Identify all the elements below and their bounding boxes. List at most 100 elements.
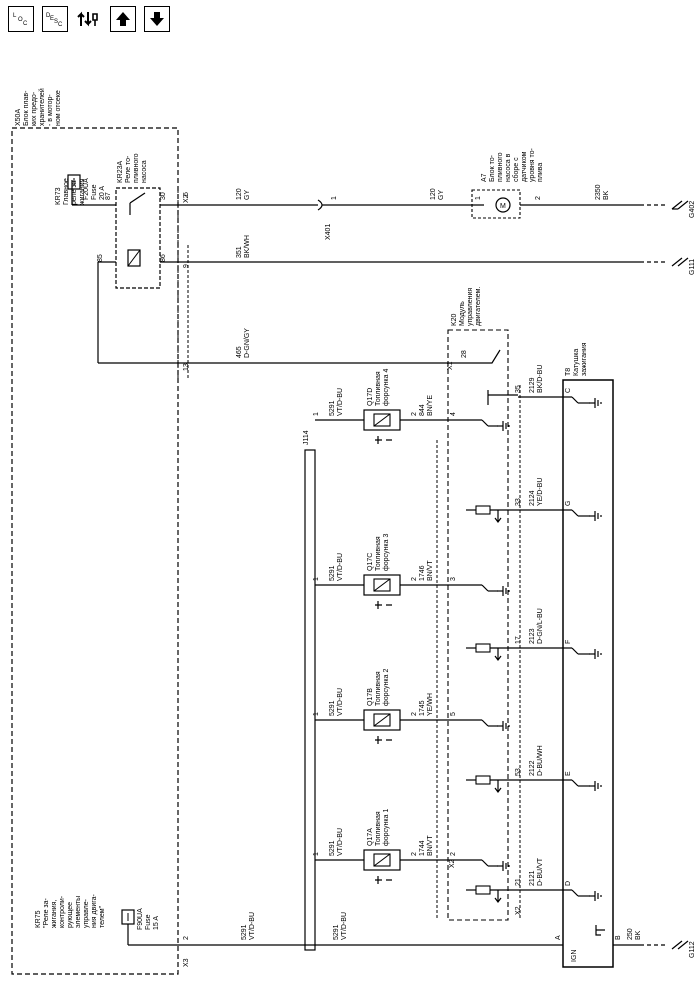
svg-text:"Реле за-жигания,контроли-рующ: "Реле за-жигания,контроли-рующееэлементы…: [43, 893, 106, 928]
injector-ecm-pin-3-0: 2: [450, 852, 457, 856]
svg-text:T8: T8: [565, 368, 572, 376]
scroll-down-button[interactable]: [144, 6, 170, 32]
ign-ecm-pin-0-0: 35: [515, 385, 522, 393]
fuse-block-name: Блок плав-ких предо-хранителей- в мотор-…: [23, 88, 62, 126]
desc-icon: D E S C: [46, 13, 63, 28]
svg-text:G402: G402: [689, 201, 696, 218]
svg-text:5291: 5291: [333, 924, 340, 940]
svg-text:X1: X1: [447, 361, 454, 370]
ign-ecm-pin-3-0: 53: [515, 768, 522, 776]
ecm-k20-outline: [447, 329, 509, 921]
ecm-k20-label: K20 Модульуправлениядвигателем.: [451, 287, 482, 326]
fuse-f90ua: F90UA Fuse 15 A: [121, 908, 160, 945]
ign-circuit-4-1: D-BU/VT: [537, 857, 544, 886]
svg-text:B: B: [615, 935, 622, 940]
injector-supply-2-0: 5291: [329, 700, 336, 716]
relay-kr23a-id: KR23A: [117, 160, 124, 183]
svg-text:GY: GY: [438, 190, 445, 200]
svg-text:BK: BK: [635, 930, 642, 940]
svg-text:A7: A7: [481, 173, 488, 182]
svg-text:9: 9: [183, 264, 190, 268]
svg-text:6: 6: [183, 192, 190, 196]
ign-circuit-0-1: BK/D-BU: [537, 365, 544, 393]
svg-text:28: 28: [461, 350, 468, 358]
connector-view-button[interactable]: [76, 6, 102, 32]
svg-text:X3: X3: [183, 958, 190, 967]
ground-icon: [589, 398, 602, 408]
fuse-block-label: X50A Блок плав-ких предо-хранителей- в м…: [15, 88, 62, 126]
coil-t8-label: T8 Катушказажигания: [565, 342, 588, 376]
ground-g111-icon: [671, 257, 689, 267]
ground-g112-icon: [671, 940, 689, 950]
ground-icon: [589, 891, 602, 901]
injector-label-3-0: Q17A: [367, 828, 374, 846]
ground-icon: [497, 721, 510, 731]
ground-icon: [589, 781, 602, 791]
svg-text:BK: BK: [603, 190, 610, 200]
injector-ctrl-1-1: 1746: [419, 565, 426, 581]
svg-text:351: 351: [236, 246, 243, 258]
loc-button[interactable]: L O C: [8, 6, 34, 32]
injector-ctrl-2-1: 1745: [419, 700, 426, 716]
injector-supply-1-1: VT/D-BU: [337, 553, 344, 581]
svg-text:1: 1: [331, 196, 338, 200]
ign-coil-pin-3-0: E: [565, 771, 572, 776]
injector-label-0-0: Q17D: [367, 388, 374, 406]
ign-circuit-3-1: D-BU/WH: [537, 745, 544, 776]
svg-text:X2: X2: [183, 194, 190, 203]
svg-text:86: 86: [160, 254, 167, 262]
svg-text:Главноереле за-жигания: Главноереле за-жигания: [63, 177, 86, 205]
injector-label-2-0: Q17B: [367, 688, 374, 706]
ign-coil-pin-1-0: G: [565, 501, 572, 506]
ign-circuit-1-1: YE/D-BU: [537, 478, 544, 506]
injector-ctrl-3-1: 1744: [419, 840, 426, 856]
injector-supply-0-0: 5291: [329, 400, 336, 416]
injector-ecm-pin-2-0: 5: [450, 712, 457, 716]
svg-text:G112: G112: [689, 941, 696, 958]
scroll-up-button[interactable]: [110, 6, 136, 32]
ign-circuit-1-0: 2124: [529, 490, 536, 506]
injector-ctrl-3-0: 2: [411, 852, 418, 856]
svg-text:D: D: [46, 13, 51, 19]
injector-ctrl-2-2: YE/WH: [427, 693, 434, 716]
connector-swap-icon: [77, 11, 98, 27]
injector-ctrl-0-2: BN/YE: [427, 395, 434, 416]
svg-text:Блок то-пливногонасоса всборе: Блок то-пливногонасоса всборе сдатчикому…: [489, 147, 544, 182]
injector-label-1-2: форсунка 3: [383, 534, 390, 571]
injector-ctrl-2-0: 2: [411, 712, 418, 716]
svg-text:2350: 2350: [595, 184, 602, 200]
ground-icon: [497, 861, 510, 871]
relay-kr73-id: KR73: [55, 187, 62, 205]
injector-label-2-2: форсунка 2: [383, 669, 390, 706]
svg-text:F20UA: F20UA: [83, 178, 90, 200]
svg-text:250: 250: [627, 928, 634, 940]
svg-text:Реле то-пливногонасоса: Реле то-пливногонасоса: [125, 153, 148, 183]
injector-label-1-0: Q17C: [367, 553, 374, 571]
ign-circuit-2-0: 2123: [529, 628, 536, 644]
injector-pin1-2-0: 1: [313, 712, 320, 716]
ground-icon: [589, 649, 602, 659]
svg-text:S: S: [54, 19, 58, 25]
svg-text:VT/D-BU: VT/D-BU: [249, 912, 256, 940]
svg-text:87: 87: [105, 192, 112, 200]
svg-text:K20: K20: [451, 313, 458, 326]
injector-ctrl-1-0: 2: [411, 577, 418, 581]
desc-button[interactable]: D E S C: [42, 6, 68, 32]
injector-label-0-2: форсунка 4: [383, 369, 390, 406]
svg-text:GY: GY: [244, 190, 251, 200]
injector-supply-1-0: 5291: [329, 565, 336, 581]
svg-text:IGN: IGN: [571, 950, 578, 962]
ground-icon: [497, 586, 510, 596]
svg-text:F90UA: F90UA: [137, 908, 144, 930]
svg-text:G111: G111: [689, 259, 696, 275]
ground-icon: [589, 511, 602, 521]
svg-text:Катушказажигания: Катушказажигания: [573, 342, 588, 376]
fuse-block-outline: [11, 127, 179, 975]
ign-circuit-2-1: D-GN/L-BU: [537, 608, 544, 644]
ign-coil-pin-4-0: D: [565, 881, 572, 886]
